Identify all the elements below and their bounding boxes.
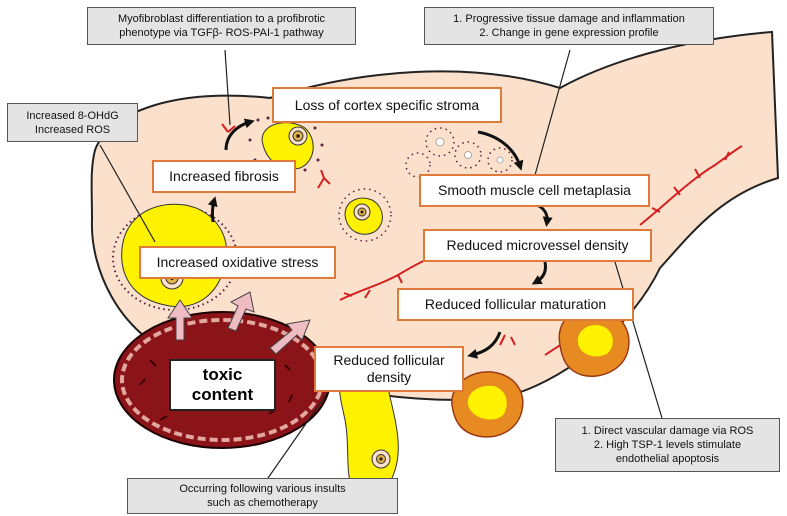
callout-line: Myofibroblast differentiation to a profi… [88,12,355,26]
callout-line: 1. Direct vascular damage via ROS [556,424,779,438]
step-reduced-follicular-maturation: Reduced follicular maturation [397,288,634,321]
step-label: Reduced follicular maturation [399,296,632,313]
callout-insults: Occurring following various insults such… [127,478,398,514]
step-label: Reduced follicular [316,352,462,369]
step-increased-oxidative-stress: Increased oxidative stress [139,246,336,279]
callout-line: endothelial apoptosis [556,452,779,466]
callout-line: Increased ROS [8,123,137,137]
callout-vascular-damage: 1. Direct vascular damage via ROS 2. Hig… [555,418,780,472]
step-label: density [316,369,462,386]
callout-tissue-damage: 1. Progressive tissue damage and inflamm… [424,7,714,45]
step-label: Increased oxidative stress [141,254,334,271]
callout-line: Occurring following various insults [128,482,397,496]
step-label: Reduced microvessel density [425,237,650,254]
step-loss-of-cortex-stroma: Loss of cortex specific stroma [272,87,502,123]
callout-line: 2. Change in gene expression profile [425,26,713,40]
callout-myofibroblast: Myofibroblast differentiation to a profi… [87,7,356,45]
callout-line: phenotype via TGFβ- ROS-PAI-1 pathway [88,26,355,40]
step-label: Smooth muscle cell metaplasia [421,182,648,199]
step-increased-fibrosis: Increased fibrosis [152,160,296,193]
step-label: Increased fibrosis [154,168,294,185]
toxic-label-line: toxic [171,365,274,385]
callout-line: such as chemotherapy [128,496,397,510]
step-reduced-follicular-density: Reduced follicular density [314,346,464,392]
toxic-label-line: content [171,385,274,405]
callout-line: 1. Progressive tissue damage and inflamm… [425,12,713,26]
step-reduced-microvessel-density: Reduced microvessel density [423,229,652,262]
step-label: Loss of cortex specific stroma [274,97,500,114]
step-smooth-muscle-metaplasia: Smooth muscle cell metaplasia [419,174,650,207]
callout-line: 2. High TSP-1 levels stimulate [556,438,779,452]
toxic-content-label: toxic content [169,359,276,411]
callout-oxidative-markers: Increased 8-OHdG Increased ROS [7,103,138,142]
callout-line: Increased 8-OHdG [8,109,137,123]
